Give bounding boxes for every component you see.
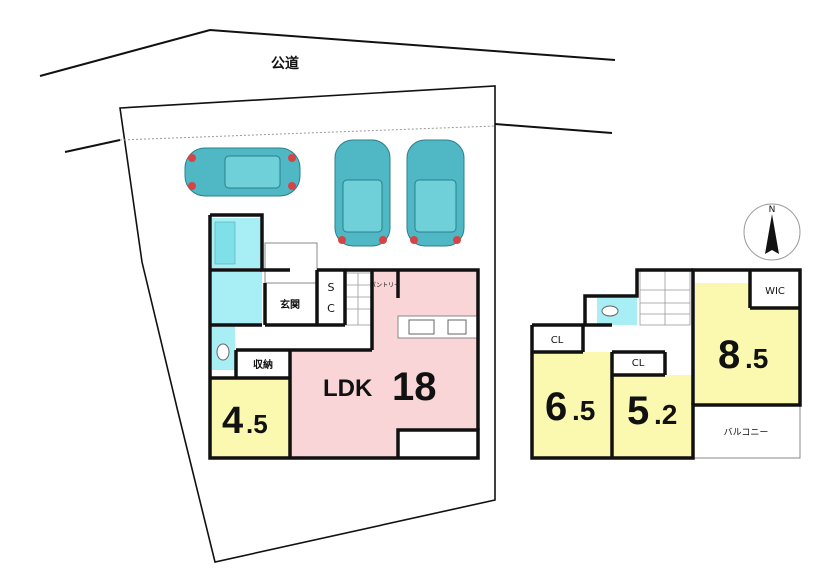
compass-north-label: N bbox=[769, 205, 776, 215]
room-size-4-5-int: 4 bbox=[222, 400, 243, 442]
room-size-6-5-dec: .5 bbox=[572, 395, 595, 426]
site-boundary bbox=[119, 85, 496, 563]
car-icon bbox=[184, 147, 301, 197]
room-size-8-5-int: 8 bbox=[718, 333, 740, 377]
floor-2: CL CL WIC バルコニー 6 .5 5 .2 8 .5 bbox=[530, 268, 802, 460]
room-label-sc-top: S bbox=[328, 281, 335, 294]
balcony-label: バルコニー bbox=[724, 427, 769, 438]
road-label: 公道 bbox=[271, 55, 299, 72]
toilet-icon bbox=[216, 343, 230, 361]
room-label-ldk: LDK bbox=[323, 375, 373, 402]
room-size-5-2-int: 5 bbox=[627, 389, 649, 433]
road: 公道 bbox=[39, 28, 616, 153]
closet-label-5-2: CL bbox=[632, 358, 645, 369]
stairs bbox=[639, 270, 691, 326]
room-label-entrance: 玄関 bbox=[280, 298, 300, 311]
floor-1: 玄関 S C パントリー 収納 LDK 18 4 .5 bbox=[208, 213, 480, 460]
room-5-2 bbox=[612, 375, 693, 458]
compass-icon: N bbox=[743, 203, 801, 261]
room-size-ldk: 18 bbox=[392, 365, 437, 409]
room-size-4-5-dec: .5 bbox=[246, 409, 268, 439]
room-size-8-5-dec: .5 bbox=[745, 343, 768, 374]
sink-icon bbox=[408, 319, 435, 335]
bathtub-icon bbox=[214, 221, 236, 265]
washroom bbox=[212, 272, 262, 324]
toilet-icon bbox=[601, 305, 619, 317]
room-4-5 bbox=[210, 378, 290, 458]
room-label-sc-bottom: C bbox=[327, 302, 335, 315]
stairs bbox=[344, 272, 373, 326]
room-size-5-2-dec: .2 bbox=[654, 399, 677, 430]
porch bbox=[264, 242, 318, 284]
room-size-6-5-int: 6 bbox=[545, 385, 567, 429]
room-label-storage: 収納 bbox=[253, 358, 273, 371]
room-label-pantry: パントリー bbox=[370, 282, 400, 289]
closet-label-wic: WIC bbox=[765, 286, 785, 297]
room-8-5 bbox=[695, 283, 800, 405]
site-dotted-line bbox=[119, 125, 496, 141]
closet-label-6-5: CL bbox=[551, 335, 564, 346]
room-6-5 bbox=[532, 352, 612, 458]
car-icon bbox=[406, 139, 465, 247]
stove-icon bbox=[447, 319, 467, 335]
car-icon bbox=[334, 139, 391, 247]
